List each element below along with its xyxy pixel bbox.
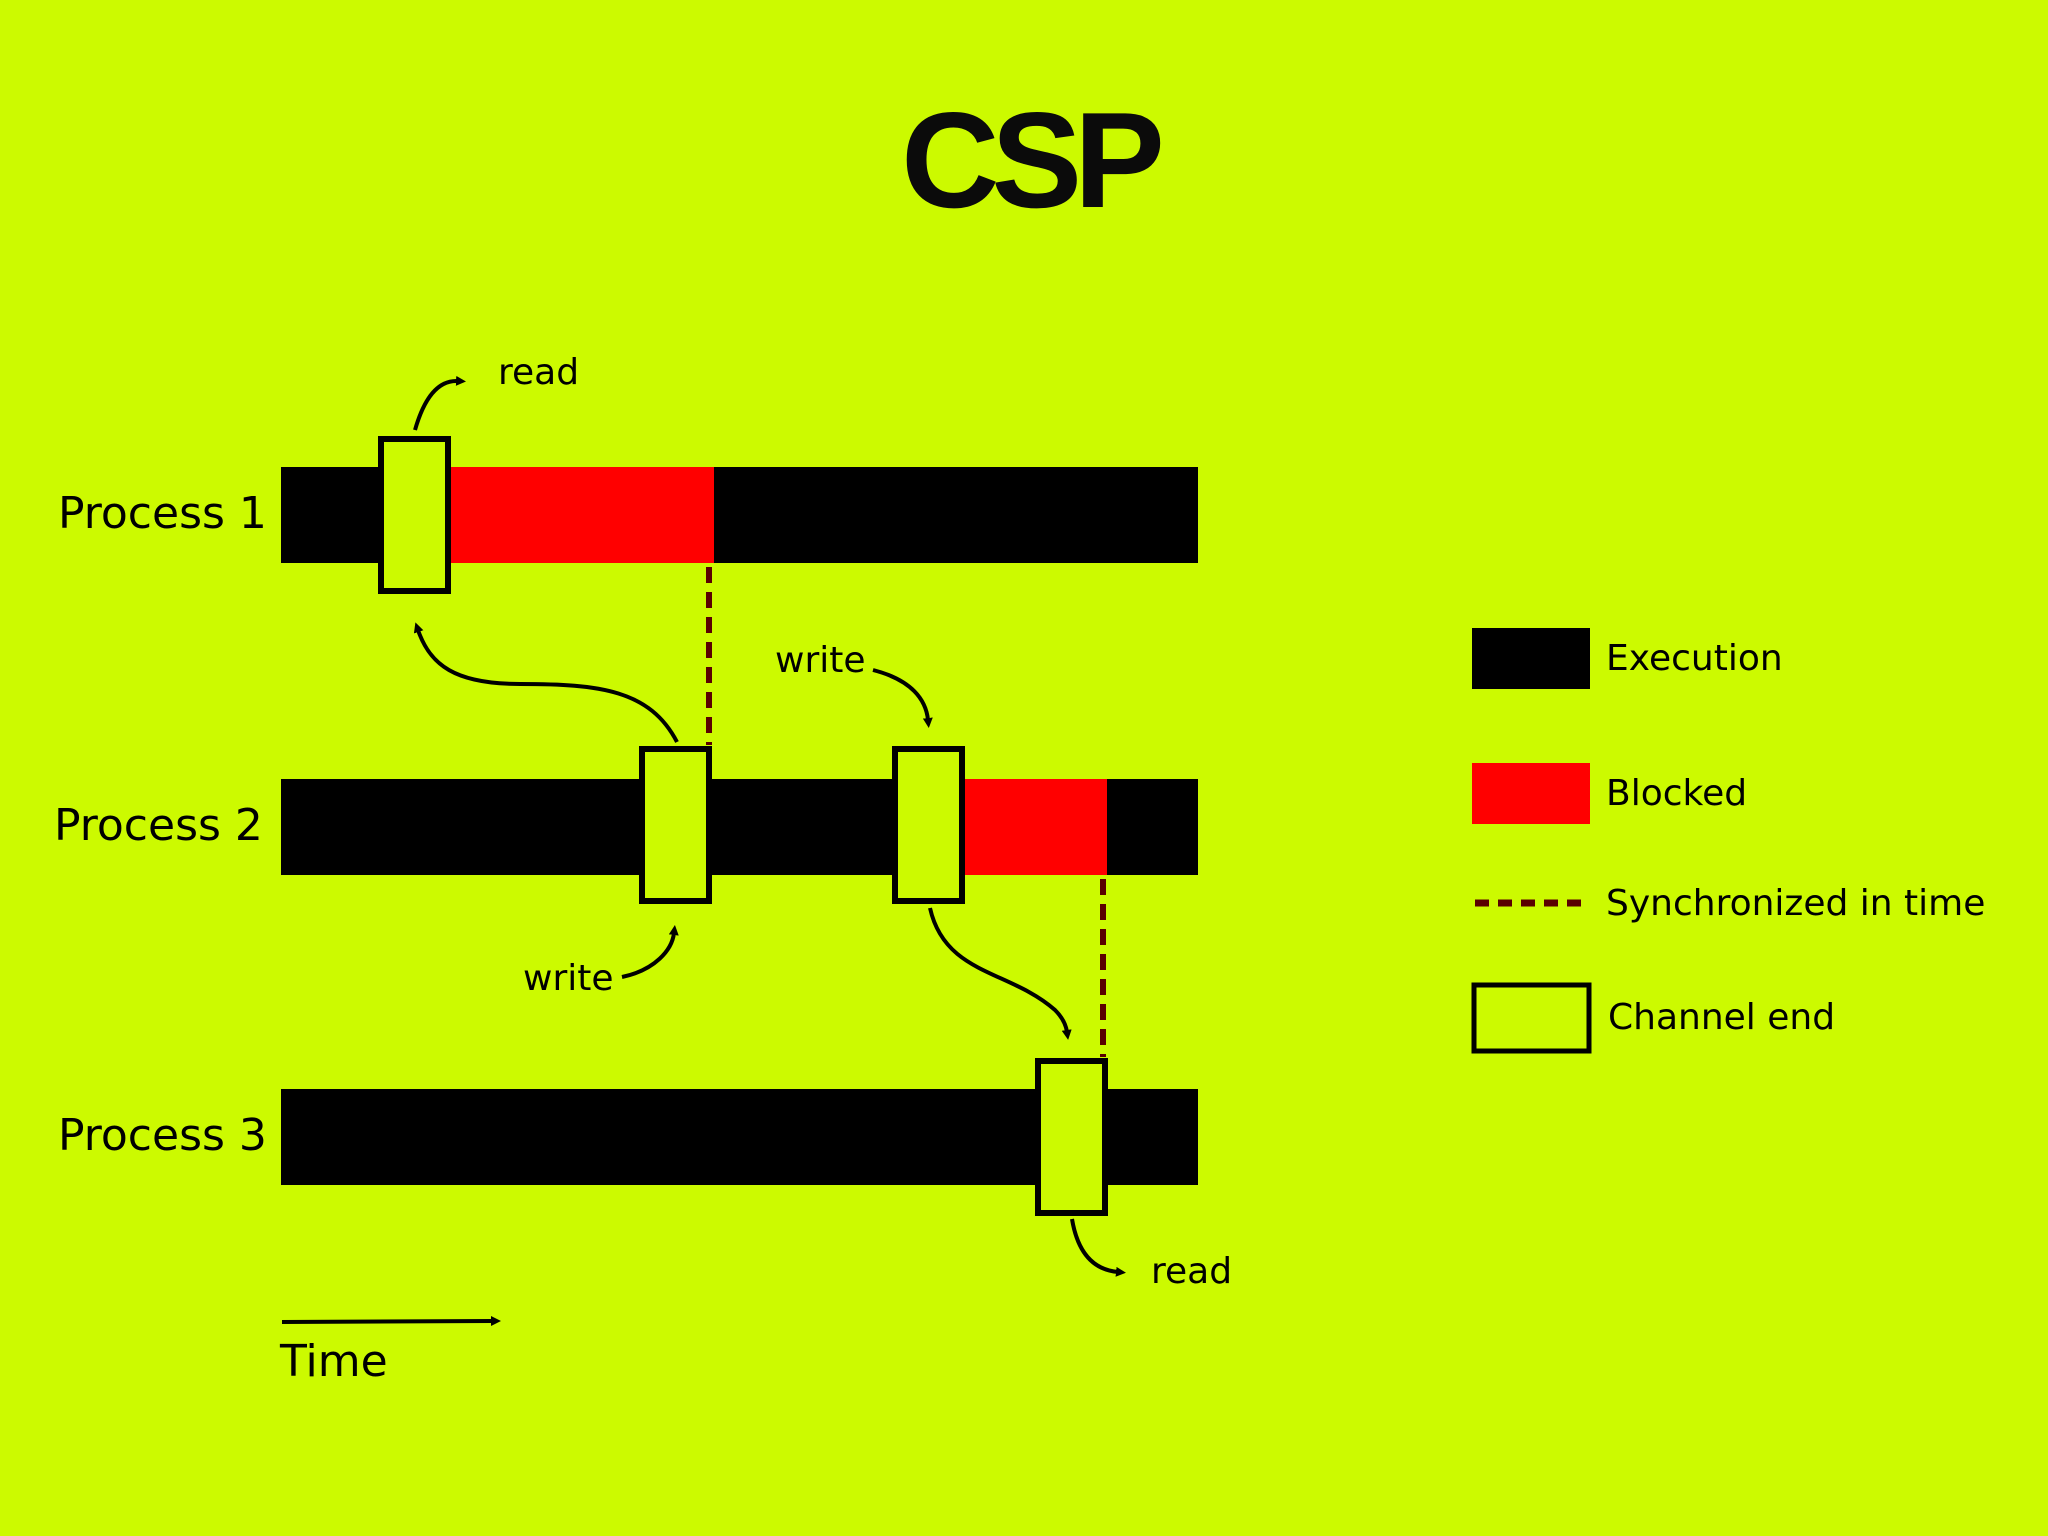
p2-to-p3-arrow [928, 907, 1072, 1040]
legend-channel-end-swatch [1471, 982, 1592, 1054]
process2-channel-end-write-left [639, 746, 712, 904]
legend-synchronized-label: Synchronized in time [1606, 883, 1986, 924]
write-into-p2-right-arrow [872, 668, 933, 728]
legend-blocked-swatch [1472, 763, 1590, 824]
process3-channel-end [1035, 1058, 1108, 1216]
legend-execution-swatch [1472, 628, 1590, 689]
process1-blocked-bar [448, 467, 714, 563]
process2-channel-end-write-right [892, 746, 965, 904]
process2-blocked-bar [962, 779, 1107, 875]
process-2-label: Process 2 [54, 800, 263, 851]
process1-execution-bar-2 [714, 467, 1198, 563]
p1-read-label: read [498, 352, 580, 393]
p3-read-label: read [1151, 1251, 1233, 1292]
diagram-title: CSP [901, 84, 1165, 236]
p3-read-arrow [1070, 1218, 1126, 1277]
process2-execution-bar-1 [281, 779, 642, 875]
p1-read-arrow [413, 375, 466, 431]
process2-execution-bar-3 [1107, 779, 1198, 875]
process1-execution-bar-1 [281, 467, 381, 563]
p2-to-p1-arrow [413, 622, 679, 743]
process3-execution-bar-2 [1105, 1089, 1198, 1185]
process-3-label: Process 3 [58, 1110, 267, 1161]
p2-write-left-label: write [523, 958, 614, 999]
time-label: Time [280, 1336, 388, 1387]
legend-channel-end-label: Channel end [1608, 997, 1836, 1038]
write-into-p2-left-arrow [621, 925, 679, 979]
legend-execution-label: Execution [1606, 638, 1783, 679]
process3-execution-bar-1 [281, 1089, 1038, 1185]
time-arrow [281, 1316, 501, 1327]
process-1-label: Process 1 [58, 488, 267, 539]
p2-write-right-label: write [775, 640, 866, 681]
process2-execution-bar-2 [709, 779, 895, 875]
legend-blocked-label: Blocked [1606, 773, 1748, 814]
process1-channel-end [378, 436, 451, 594]
